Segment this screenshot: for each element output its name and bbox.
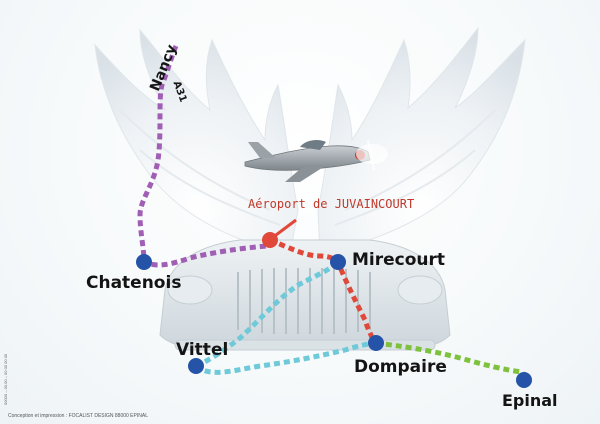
mirecourt-label[interactable]: Mirecourt xyxy=(352,250,446,270)
right-wing-illustration xyxy=(317,26,526,256)
airport-marker[interactable] xyxy=(262,232,278,248)
vittel-label[interactable]: Vittel xyxy=(176,340,229,360)
route-a31-purple xyxy=(137,44,269,268)
footer-credit: Conception et impression : FOCALIST DESI… xyxy=(8,413,148,419)
side-credit: 00000 – 00.00 – 00 00 00 00 xyxy=(3,353,8,405)
epinal-label[interactable]: Epinal xyxy=(502,391,558,410)
left-wing-illustration xyxy=(94,28,299,256)
chatenois-label[interactable]: Chatenois xyxy=(86,273,182,293)
vittel-marker[interactable] xyxy=(188,358,204,374)
airport-label[interactable]: Aéroport de JUVAINCOURT xyxy=(248,197,415,211)
mirecourt-marker[interactable] xyxy=(330,254,346,270)
airplane-illustration xyxy=(244,139,388,182)
dompaire-marker[interactable] xyxy=(368,335,384,351)
chatenois-marker[interactable] xyxy=(136,254,152,270)
route-vittel-mirecourt-cyan xyxy=(194,260,340,369)
dompaire-label[interactable]: Dompaire xyxy=(354,357,447,377)
epinal-marker[interactable] xyxy=(516,372,532,388)
